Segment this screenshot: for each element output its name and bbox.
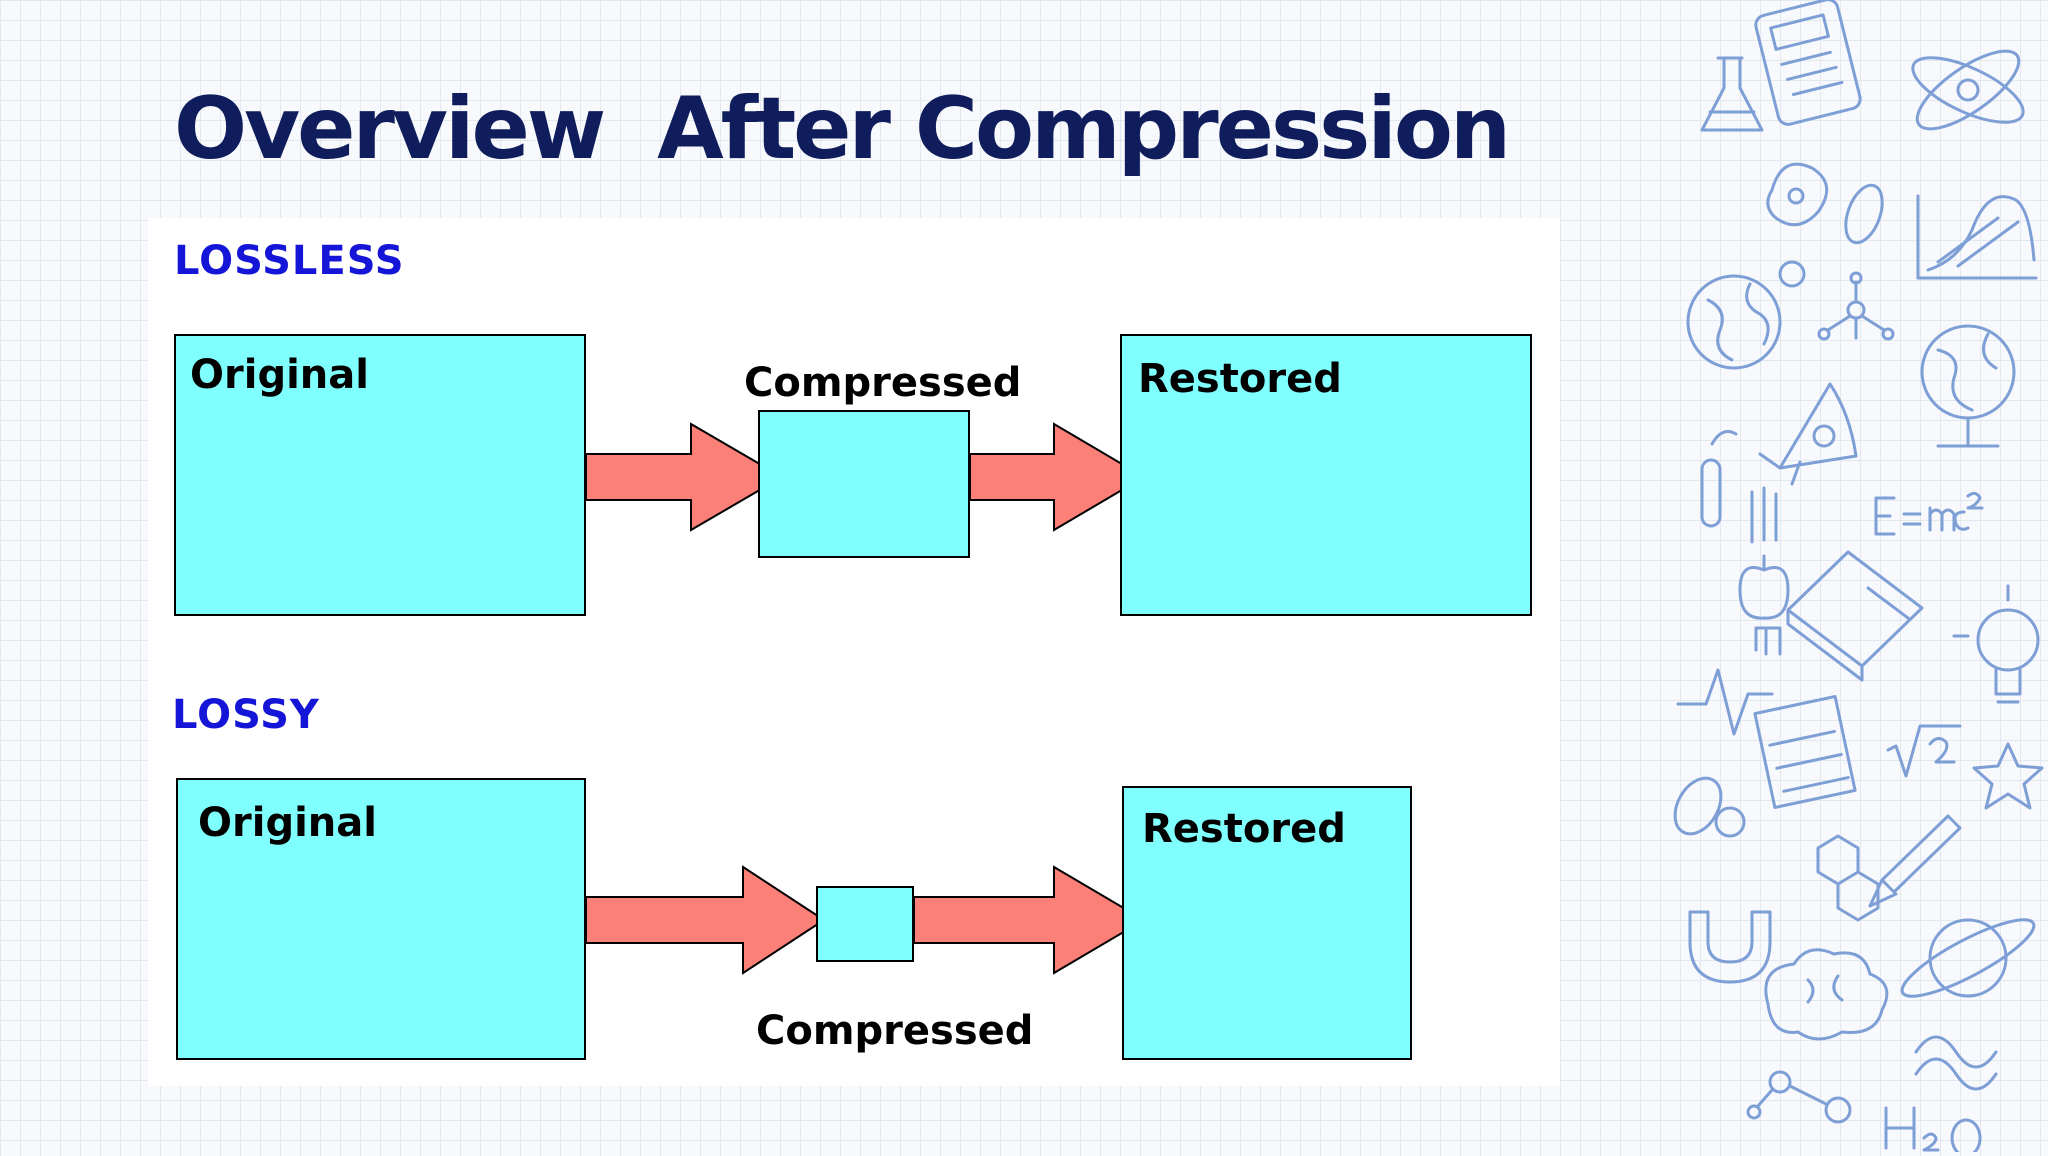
formula-icon	[1876, 493, 1982, 534]
lossless-compressed-box	[758, 410, 970, 558]
dna-icon	[1916, 1037, 1996, 1089]
planet-icon	[1894, 907, 2042, 1008]
pills-icon	[1668, 770, 1744, 842]
brain-icon	[1766, 950, 1887, 1039]
science-doodles-decoration	[1668, 0, 2048, 1152]
star-icon	[1974, 744, 2042, 808]
lightbulb-icon	[1954, 586, 2038, 702]
lossy-compressed-label: Compressed	[756, 1008, 1033, 1054]
globe-icon	[1922, 326, 2014, 446]
hexagon-molecule-icon	[1818, 836, 1878, 920]
abacus-icon	[1755, 697, 1855, 808]
lossy-original-box: Original	[176, 778, 586, 1060]
chart-icon	[1918, 196, 2036, 278]
lossy-restored-box: Restored	[1122, 786, 1412, 1060]
test-tube-icon	[1702, 432, 1736, 526]
lossy-original-label: Original	[198, 800, 377, 846]
lossless-restored-box: Restored	[1120, 334, 1532, 616]
molecule-icon	[1748, 1072, 1850, 1122]
lossless-arrow-original-to-compressed	[586, 424, 782, 530]
lossless-original-label: Original	[190, 352, 369, 398]
lossy-restored-label: Restored	[1142, 806, 1346, 852]
lossy-compressed-box	[816, 886, 914, 962]
rocket-icon	[1760, 384, 1856, 484]
lossless-section-label: LOSSLESS	[174, 238, 405, 284]
diagram-panel: LOSSLESS Original Compressed Restored LO…	[148, 218, 1560, 1086]
molecule-icon	[1819, 273, 1893, 339]
lossy-arrow-original-to-compressed	[586, 867, 824, 973]
lossless-restored-label: Restored	[1138, 356, 1342, 402]
flask-icon	[1702, 58, 1762, 130]
apple-icon	[1740, 488, 1788, 618]
globe-icon	[1688, 262, 1804, 368]
atom-icon	[1904, 38, 2031, 143]
lossy-section-label: LOSSY	[172, 692, 320, 738]
book-icon	[1788, 552, 1922, 680]
pipette-icon	[1870, 816, 1960, 906]
formula-icon	[1886, 1108, 1980, 1152]
bacteria-icon	[1768, 164, 1889, 248]
slide-title: Overview After Compression	[174, 82, 1508, 177]
calculator-icon	[1754, 0, 1863, 126]
magnet-icon	[1690, 912, 1770, 982]
lossless-compressed-label: Compressed	[744, 360, 1021, 406]
lossy-arrow-compressed-to-restored	[914, 867, 1144, 973]
lossless-arrow-compressed-to-restored	[970, 424, 1144, 530]
pulse-icon	[1678, 628, 1780, 734]
lossless-original-box: Original	[174, 334, 586, 616]
formula-icon	[1888, 726, 1960, 776]
